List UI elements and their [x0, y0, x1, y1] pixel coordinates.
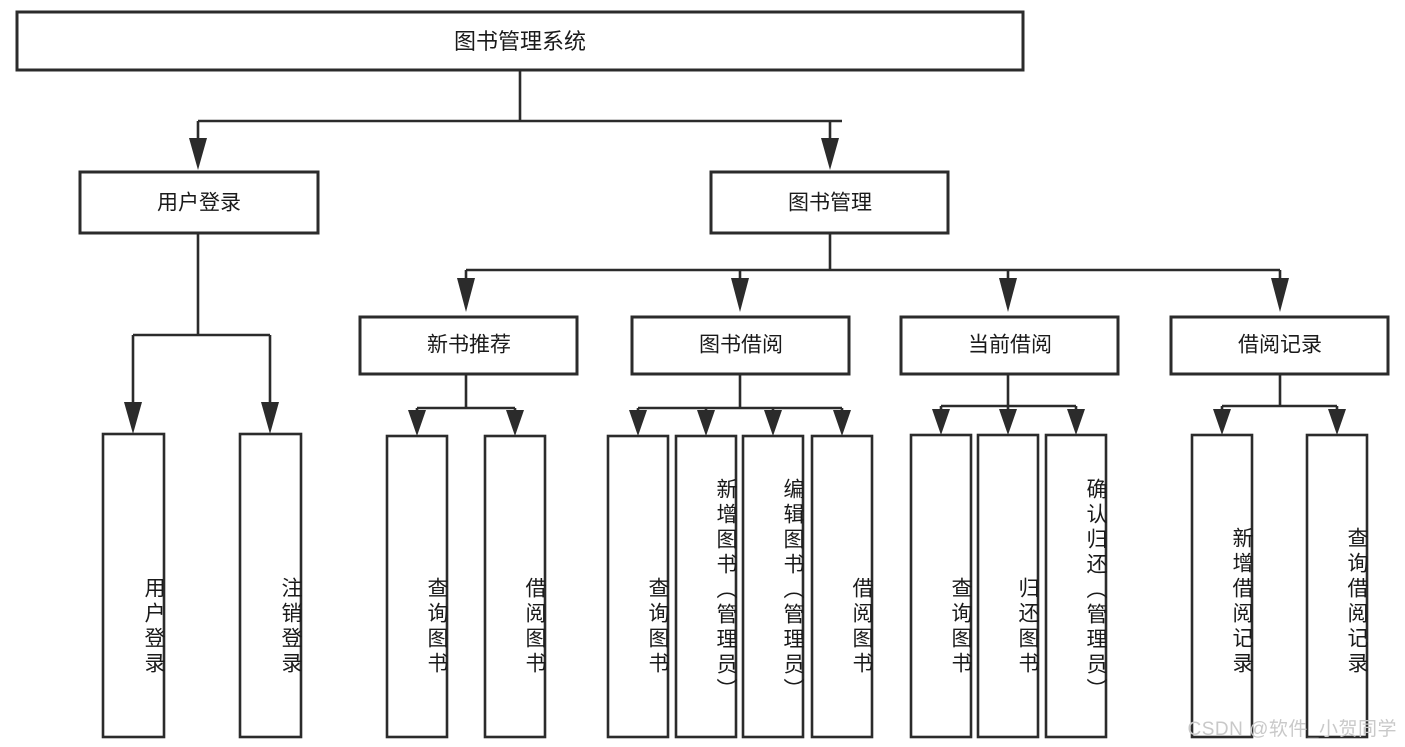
leaf-box-user-login-1[interactable] [101, 432, 166, 739]
arrowhead-root-to-book-mgmt [821, 138, 839, 170]
arrowhead-user-login-2 [261, 402, 279, 434]
arrowhead-new-book-2 [506, 410, 524, 436]
leaf-group-new-book-recommend [385, 434, 547, 739]
arrowhead-borrow-record-2 [1328, 409, 1346, 435]
leaf-group-book-borrow [606, 434, 874, 739]
arrowhead-new-book-1 [408, 410, 426, 436]
arrowhead-current-borrow-3 [1067, 409, 1085, 435]
connector-group-book-mgmt [457, 233, 1289, 312]
connector-group-user-login [124, 233, 279, 434]
connector-group-root [189, 70, 842, 170]
leaf-box-user-login-2[interactable] [238, 432, 303, 739]
arrowhead-borrow-record-1 [1213, 409, 1231, 435]
node-book-management-box[interactable] [709, 170, 950, 235]
leaf-group-borrow-record [1190, 433, 1369, 739]
leaf-box-current-borrow-2[interactable] [976, 433, 1040, 739]
leaf-box-current-borrow-3[interactable] [1044, 433, 1108, 739]
arrowhead-book-borrow-2 [697, 410, 715, 436]
leaf-box-book-borrow-1[interactable] [606, 434, 670, 739]
connector-group-new-book [408, 374, 524, 436]
arrowhead-book-mgmt-2 [731, 278, 749, 312]
node-current-borrow-label: 当前借阅 [968, 334, 1052, 357]
arrowhead-book-mgmt-1 [457, 278, 475, 312]
leaf-box-new-book-1[interactable] [385, 434, 449, 739]
connector-group-borrow-record [1213, 374, 1346, 435]
arrowhead-book-mgmt-4 [1271, 278, 1289, 312]
node-book-management[interactable]: 图书管理 [709, 170, 950, 235]
node-new-book-recommend-box[interactable] [358, 315, 579, 376]
leaf-box-book-borrow-4[interactable] [810, 434, 874, 739]
node-root-box[interactable] [15, 10, 1025, 72]
node-current-borrow-box[interactable] [899, 315, 1120, 376]
node-user-login-box[interactable] [78, 170, 320, 235]
arrowhead-user-login-1 [124, 402, 142, 434]
connector-group-current-borrow [932, 374, 1085, 435]
leaf-box-borrow-record-2[interactable] [1305, 433, 1369, 739]
leaf-box-new-book-2[interactable] [483, 434, 547, 739]
node-user-login[interactable]: 用户登录 [78, 170, 320, 235]
node-root-label: 图书管理系统 [454, 29, 586, 54]
node-borrow-record[interactable]: 借阅记录 [1169, 315, 1390, 376]
arrowhead-root-to-user-login [189, 138, 207, 170]
node-book-borrow-label: 图书借阅 [699, 334, 783, 357]
arrowhead-book-borrow-3 [764, 410, 782, 436]
arrowhead-current-borrow-1 [932, 409, 950, 435]
node-borrow-record-label: 借阅记录 [1238, 334, 1322, 357]
leaf-group-user-login [101, 432, 303, 739]
node-user-login-label: 用户登录 [157, 192, 241, 215]
node-root[interactable]: 图书管理系统 [15, 10, 1025, 72]
leaf-box-book-borrow-2[interactable] [674, 434, 738, 739]
leaf-box-borrow-record-1[interactable] [1190, 433, 1254, 739]
node-borrow-record-box[interactable] [1169, 315, 1390, 376]
arrowhead-book-borrow-4 [833, 410, 851, 436]
csdn-watermark: CSDN @软件_小贺同学 [1187, 719, 1397, 740]
node-current-borrow[interactable]: 当前借阅 [899, 315, 1120, 376]
leaf-box-current-borrow-1[interactable] [909, 433, 973, 739]
connector-group-book-borrow [629, 374, 851, 436]
node-new-book-recommend-label: 新书推荐 [427, 334, 511, 357]
node-new-book-recommend[interactable]: 新书推荐 [358, 315, 579, 376]
leaf-group-current-borrow [909, 433, 1108, 739]
arrowhead-current-borrow-2 [999, 409, 1017, 435]
node-book-borrow-box[interactable] [630, 315, 851, 376]
arrowhead-book-mgmt-3 [999, 278, 1017, 312]
leaf-box-book-borrow-3[interactable] [741, 434, 805, 739]
node-book-borrow[interactable]: 图书借阅 [630, 315, 851, 376]
arrowhead-book-borrow-1 [629, 410, 647, 436]
node-book-management-label: 图书管理 [788, 192, 872, 215]
